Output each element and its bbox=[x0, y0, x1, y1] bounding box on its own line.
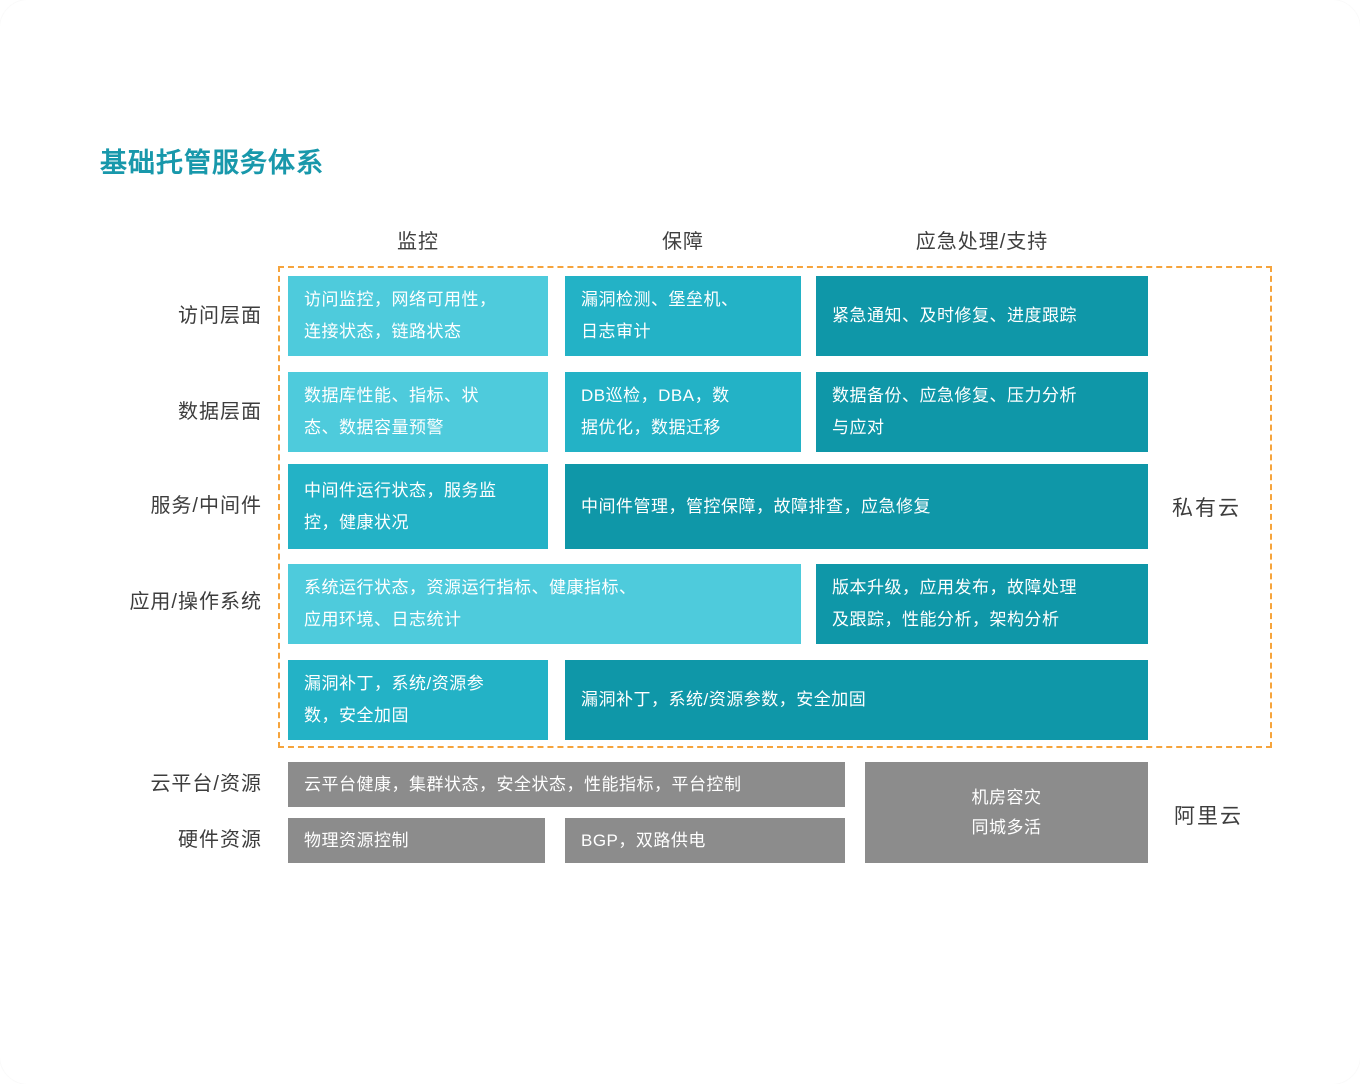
column-header-emergency-support: 应急处理/支持 bbox=[915, 231, 1049, 253]
cell-data-monitoring: 数据库性能、指标、状 态、数据容量预警 bbox=[288, 372, 548, 452]
column-header-guarantee: 保障 bbox=[662, 231, 704, 253]
cell-data-emergency: 数据备份、应急修复、压力分析 与应对 bbox=[816, 372, 1148, 452]
row-label-hardware-resource: 硬件资源 bbox=[178, 829, 262, 851]
cell-access-guarantee: 漏洞检测、堡垒机、 日志审计 bbox=[565, 276, 801, 356]
cell-access-emergency: 紧急通知、及时修复、进度跟踪 bbox=[816, 276, 1148, 356]
cell-cloud-platform-health: 云平台健康，集群状态，安全状态，性能指标，平台控制 bbox=[288, 762, 845, 807]
page-title: 基础托管服务体系 bbox=[100, 148, 324, 178]
cell-bgp-dual-power: BGP，双路供电 bbox=[565, 818, 845, 863]
row-label-app-os: 应用/操作系统 bbox=[129, 591, 262, 613]
row-label-cloud-platform-resource: 云平台/资源 bbox=[150, 773, 262, 795]
cell-middleware-guarantee-emergency: 中间件管理，管控保障，故障排查，应急修复 bbox=[565, 464, 1148, 549]
private-cloud-dashed-boundary bbox=[278, 266, 1272, 748]
cell-app-os-monitoring-guarantee: 系统运行状态，资源运行指标、健康指标、 应用环境、日志统计 bbox=[288, 564, 801, 644]
cell-patch-guarantee-emergency: 漏洞补丁，系统/资源参数，安全加固 bbox=[565, 660, 1148, 740]
cell-data-guarantee: DB巡检，DBA，数 据优化，数据迁移 bbox=[565, 372, 801, 452]
alicloud-label: 阿里云 bbox=[1174, 805, 1243, 828]
cell-physical-resource-control: 物理资源控制 bbox=[288, 818, 545, 863]
cell-datacenter-disaster-recovery: 机房容灾 同城多活 bbox=[865, 762, 1148, 863]
cell-patch-monitoring: 漏洞补丁，系统/资源参 数，安全加固 bbox=[288, 660, 548, 740]
column-header-monitoring: 监控 bbox=[397, 231, 439, 253]
cell-access-monitoring: 访问监控，网络可用性， 连接状态，链路状态 bbox=[288, 276, 548, 356]
row-label-access-layer: 访问层面 bbox=[178, 305, 262, 327]
private-cloud-label: 私有云 bbox=[1172, 497, 1241, 520]
row-label-service-middleware: 服务/中间件 bbox=[150, 495, 262, 517]
cell-app-os-emergency: 版本升级，应用发布，故障处理 及跟踪，性能分析，架构分析 bbox=[816, 564, 1148, 644]
row-label-data-layer: 数据层面 bbox=[178, 401, 262, 423]
cell-middleware-monitoring: 中间件运行状态，服务监 控，健康状况 bbox=[288, 464, 548, 549]
